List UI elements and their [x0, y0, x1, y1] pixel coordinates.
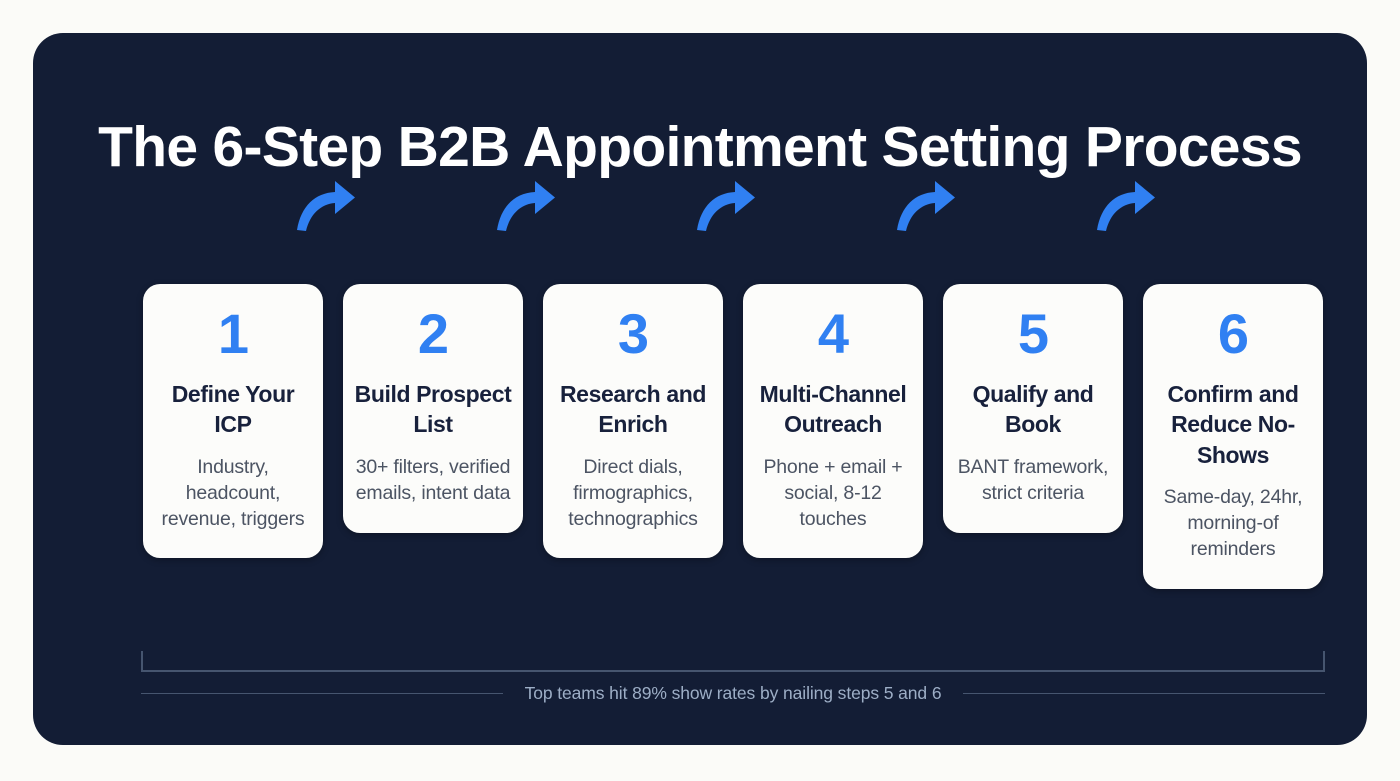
page-title: The 6-Step B2B Appointment Setting Proce… [98, 115, 1302, 179]
step-card-4[interactable]: 4 Multi-Channel Outreach Phone + email +… [743, 284, 923, 559]
curved-arrow-right-icon [295, 172, 357, 234]
step-detail: 30+ filters, verified emails, intent dat… [355, 455, 511, 504]
caption-rule-right [963, 693, 1326, 694]
step-card-2[interactable]: 2 Build Prospect List 30+ filters, verif… [343, 284, 523, 533]
step-detail: Phone + email + social, 8-12 touches [763, 455, 903, 530]
footer-caption: Top teams hit 89% show rates by nailing … [141, 683, 1326, 704]
curved-arrow-right-icon [895, 172, 957, 234]
steps-row: 1 Define Your ICP Industry, headcount, r… [143, 284, 1323, 589]
step-detail: Direct dials, firmographics, technograph… [568, 455, 698, 530]
step-heading: Build Prospect List [354, 381, 512, 438]
step-detail: Same-day, 24hr, morning-of reminders [1163, 486, 1303, 560]
step-heading: Qualify and Book [972, 381, 1094, 438]
infographic-panel: The 6-Step B2B Appointment Setting Proce… [33, 33, 1367, 745]
span-bracket-icon [141, 649, 1325, 673]
step-card-3[interactable]: 3 Research and Enrich Direct dials, firm… [543, 284, 723, 559]
step-card-5[interactable]: 5 Qualify and Book BANT framework, stric… [943, 284, 1123, 533]
step-number: 3 [617, 302, 649, 365]
step-number: 5 [1017, 302, 1049, 365]
curved-arrow-right-icon [495, 172, 557, 234]
step-number: 1 [217, 302, 249, 365]
step-number: 2 [417, 302, 449, 365]
step-card-6[interactable]: 6 Confirm and Reduce No-Shows Same-day, … [1143, 284, 1323, 589]
footer-caption-text: Top teams hit 89% show rates by nailing … [524, 683, 942, 703]
step-detail: Industry, headcount, revenue, triggers [161, 455, 305, 530]
step-heading: Confirm and Reduce No-Shows [1167, 381, 1299, 468]
curved-arrow-right-icon [1095, 172, 1157, 234]
curved-arrow-right-icon [695, 172, 757, 234]
step-heading: Define Your ICP [171, 381, 295, 438]
step-number: 6 [1217, 302, 1249, 365]
caption-rule-left [141, 693, 503, 694]
step-number: 4 [817, 302, 849, 365]
step-detail: BANT framework, strict criteria [957, 455, 1109, 504]
step-heading: Multi-Channel Outreach [759, 381, 907, 438]
step-heading: Research and Enrich [559, 381, 707, 438]
step-card-1[interactable]: 1 Define Your ICP Industry, headcount, r… [143, 284, 323, 559]
